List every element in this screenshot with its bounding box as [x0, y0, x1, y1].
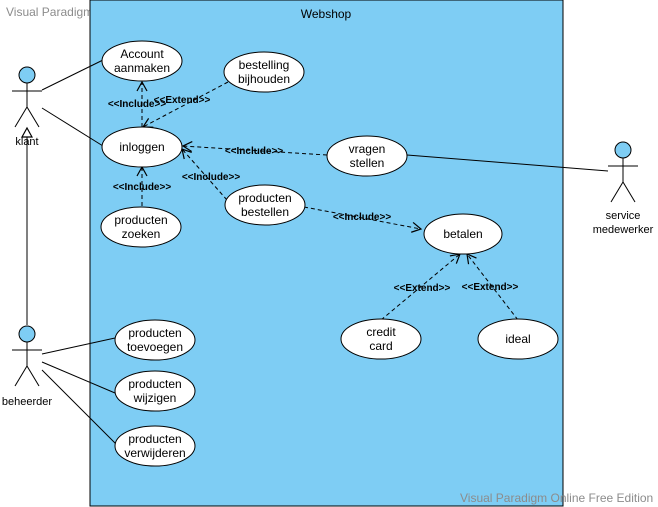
assoc-klant-inloggen: [41, 107, 104, 147]
usecase-credit-card[interactable]: credit card: [340, 318, 422, 360]
assoc-vragen-service: [406, 154, 609, 172]
usecase-label: betalen: [443, 227, 482, 241]
label-include-betalen: <<Include>>: [333, 212, 392, 223]
label-extend-bestelling: <<Extend>>: [154, 95, 211, 106]
usecase-vragen-stellen[interactable]: vragen stellen: [326, 135, 408, 177]
actor-head-icon: [614, 141, 632, 159]
usecase-producten-zoeken[interactable]: producten zoeken: [100, 206, 182, 248]
usecase-label: wijzigen: [133, 391, 177, 405]
associations: [27, 59, 609, 446]
dashed-relations: [136, 80, 519, 321]
label-include-account: <<Include>>: [108, 99, 167, 110]
usecase-label: bestelling: [239, 58, 290, 72]
actor-service-label: medewerker: [593, 224, 654, 236]
system-boundary[interactable]: [89, 0, 564, 507]
usecase-label: stellen: [350, 156, 385, 170]
usecase-bestelling-bijhouden[interactable]: bestelling bijhouden: [223, 51, 305, 93]
usecase-label: card: [369, 339, 392, 353]
extend-credit-betalen: [380, 253, 461, 321]
actor-klant[interactable]: [12, 66, 42, 128]
usecase-label: vragen: [349, 142, 386, 156]
actor-service-label: service: [606, 210, 641, 222]
usecase-label: producten: [238, 191, 291, 205]
assoc-beheerder-toevoegen: [41, 337, 116, 355]
actor-service-medewerker[interactable]: [608, 141, 638, 203]
usecase-producten-verwijderen[interactable]: producten verwijderen: [114, 425, 196, 467]
usecase-label: bijhouden: [238, 72, 290, 86]
usecase-label: producten: [128, 377, 181, 391]
label-include-zoeken: <<Include>>: [113, 182, 172, 193]
usecase-label: inloggen: [119, 140, 164, 154]
watermark-bottom: Visual Paradigm Online Free Edition: [460, 491, 654, 505]
usecase-ideal[interactable]: ideal: [477, 318, 559, 360]
usecase-inloggen[interactable]: inloggen: [101, 126, 183, 168]
actor-klant-label: klant: [15, 136, 38, 148]
usecase-label: producten: [114, 213, 167, 227]
usecase-label: credit: [366, 325, 396, 339]
usecase-label: verwijderen: [124, 446, 185, 460]
assoc-klant-account: [41, 59, 104, 91]
assoc-beheerder-verwijderen: [41, 369, 118, 446]
usecase-betalen[interactable]: betalen: [423, 213, 503, 255]
label-extend-ideal: <<Extend>>: [462, 282, 519, 293]
label-include-bestellen-inloggen: <<Include>>: [182, 172, 241, 183]
include-bestellen-inloggen: [181, 148, 228, 201]
usecase-account-aanmaken[interactable]: Account aanmaken: [101, 40, 183, 82]
usecase-producten-wijzigen[interactable]: producten wijzigen: [114, 370, 196, 412]
include-bestellen-betalen: [303, 206, 423, 233]
actor-beheerder[interactable]: [12, 325, 42, 387]
extend-bestelling-inloggen: [141, 81, 229, 128]
usecase-label: producten: [128, 432, 181, 446]
assoc-beheerder-wijzigen: [41, 361, 116, 394]
usecase-label: Account: [120, 47, 164, 61]
actor-head-icon: [18, 325, 36, 343]
usecase-producten-bestellen[interactable]: producten bestellen: [224, 184, 306, 226]
label-include-vragen: <<Include>>: [225, 146, 284, 157]
usecase-producten-toevoegen[interactable]: producten toevoegen: [114, 319, 196, 361]
usecase-label: producten: [128, 326, 181, 340]
system-title: Webshop: [301, 7, 352, 21]
label-extend-credit: <<Extend>>: [394, 283, 451, 294]
include-vragen-inloggen: [181, 141, 328, 156]
usecase-label: toevoegen: [127, 340, 183, 354]
usecase-label: ideal: [505, 332, 530, 346]
actor-head-icon: [18, 66, 36, 84]
usecase-label: aanmaken: [114, 61, 170, 75]
usecase-label: zoeken: [122, 227, 161, 241]
actor-beheerder-label: beheerder: [2, 396, 52, 408]
usecase-label: bestellen: [241, 205, 289, 219]
